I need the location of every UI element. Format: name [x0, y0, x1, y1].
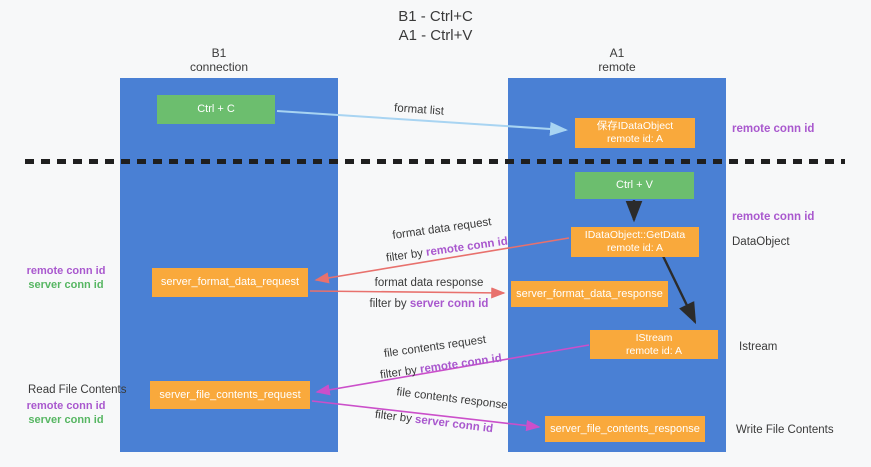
- right-remote-conn-id-mid: remote conn id: [732, 211, 815, 223]
- left-conn-id-block-bottom: remote conn id server conn id: [14, 399, 118, 427]
- title-line-2: A1 - Ctrl+V: [398, 27, 473, 44]
- server-format-data-request-node: server_format_data_request: [152, 268, 308, 297]
- filter-by-prefix: filter by: [369, 298, 410, 310]
- filter-by-prefix: filter by: [385, 246, 427, 265]
- ctrl-v-node: Ctrl + V: [575, 172, 694, 199]
- remote-conn-id-value: remote conn id: [425, 235, 509, 259]
- title-line-1: B1 - Ctrl+C: [398, 8, 473, 25]
- server-format-data-request-label: server_format_data_request: [160, 276, 300, 288]
- left-conn-id-block-top: remote conn id server conn id: [14, 264, 118, 292]
- getdata-node: IDataObject::GetData remote id: A: [571, 227, 699, 257]
- format-data-request-label: format data request: [391, 216, 493, 242]
- right-column-title: A1: [609, 46, 625, 60]
- left-read-file-contents-label: Read File Contents: [28, 384, 127, 396]
- filter-by-prefix: filter by: [374, 408, 416, 426]
- istream-node: IStream remote id: A: [590, 330, 718, 359]
- save-idataobject-line2: remote id: A: [606, 133, 664, 145]
- left-server-conn-id-bottom: server conn id: [28, 414, 104, 426]
- format-data-response-arrow: [309, 287, 506, 299]
- istream-line1: IStream: [635, 331, 673, 344]
- left-remote-conn-id-top: remote conn id: [26, 265, 106, 277]
- server-file-contents-request-label: server_file_contents_request: [159, 388, 301, 401]
- filter-by-prefix: filter by: [379, 363, 421, 382]
- file-contents-response-label: file contents response: [395, 386, 509, 412]
- left-server-conn-id-top: server conn id: [28, 279, 104, 291]
- server-conn-id-value: server conn id: [414, 413, 494, 436]
- format-data-response-filter-label: filter by server conn id: [370, 298, 489, 310]
- ctrl-c-label: Ctrl + C: [197, 103, 235, 115]
- server-file-contents-request-node: server_file_contents_request: [150, 381, 310, 409]
- left-column-subtitle: connection: [189, 60, 249, 74]
- right-column-subtitle: remote: [598, 60, 636, 74]
- left-column-header: B1 connection: [110, 46, 328, 74]
- file-contents-response-filter-label: filter by server conn id: [374, 409, 493, 435]
- right-write-file-contents-label: Write File Contents: [736, 424, 834, 436]
- server-file-contents-response-label: server_file_contents_response: [550, 422, 700, 435]
- server-file-contents-response-node: server_file_contents_response: [545, 416, 705, 442]
- left-column-title: B1: [211, 46, 227, 60]
- format-list-label: format list: [393, 102, 445, 118]
- remote-conn-id-value: remote conn id: [419, 352, 503, 376]
- getdata-line2: remote id: A: [606, 242, 664, 254]
- right-istream-label: Istream: [739, 341, 778, 353]
- ctrl-v-label: Ctrl + V: [616, 179, 653, 191]
- save-idataobject-line1: 保存IDataObject: [596, 120, 674, 132]
- phase-divider-dashed-line: [25, 159, 845, 164]
- right-dataobject-label: DataObject: [732, 236, 790, 248]
- diagram-title: B1 - Ctrl+C A1 - Ctrl+V: [0, 7, 871, 45]
- server-format-data-response-node: server_format_data_response: [511, 281, 668, 307]
- ctrl-c-node: Ctrl + C: [157, 95, 275, 124]
- getdata-line1: IDataObject::GetData: [584, 229, 686, 241]
- right-remote-conn-id-top: remote conn id: [732, 123, 815, 135]
- server-conn-id-value: server conn id: [409, 298, 489, 310]
- istream-line2: remote id: A: [625, 344, 683, 357]
- format-data-response-label: format data response: [374, 277, 484, 289]
- left-remote-conn-id-bottom: remote conn id: [26, 400, 106, 412]
- right-column-header: A1 remote: [508, 46, 726, 74]
- server-format-data-response-label: server_format_data_response: [516, 287, 663, 300]
- save-idataobject-node: 保存IDataObject remote id: A: [575, 118, 695, 148]
